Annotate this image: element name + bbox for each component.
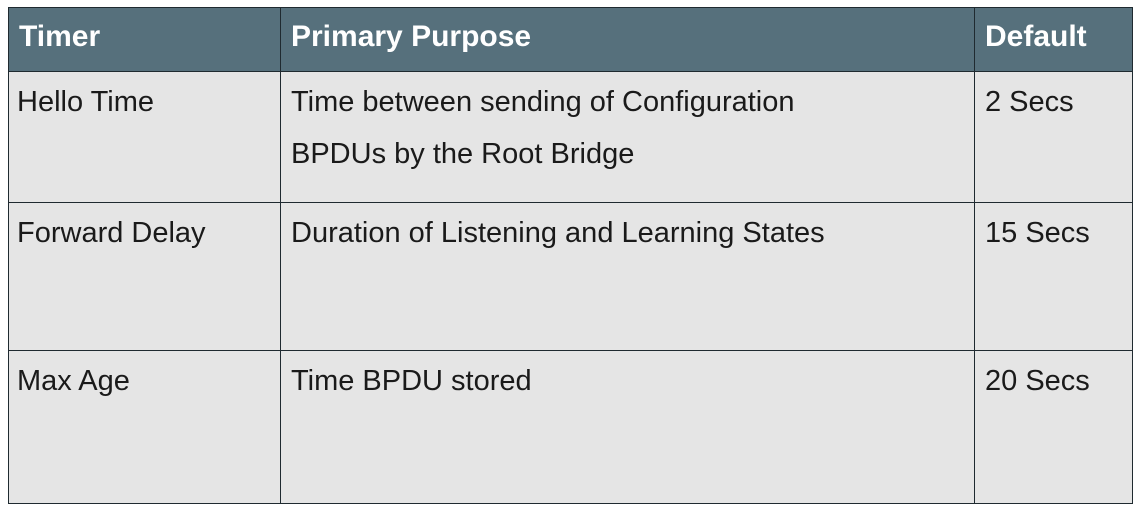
header-default: Default [974,7,1133,72]
header-primary-purpose: Primary Purpose [280,7,975,72]
timer-cell: Hello Time [8,71,281,203]
table-header-row: Timer Primary Purpose Default [8,7,1133,72]
timer-cell: Forward Delay [8,202,281,351]
timer-cell: Max Age [8,350,281,504]
timer-table-container: Timer Primary Purpose Default Hello Time… [8,7,1133,504]
purpose-line: BPDUs by the Root Bridge [291,138,635,170]
purpose-line: Duration of Listening and Learning State… [291,217,825,249]
stp-timers-table: Timer Primary Purpose Default Hello Time… [8,7,1133,504]
default-cell: 2 Secs [974,71,1133,203]
table-row: Forward Delay Duration of Listening and … [8,202,1133,351]
header-timer: Timer [8,7,281,72]
table-row: Max Age Time BPDU stored 20 Secs [8,350,1133,504]
purpose-cell: Time between sending of Configuration BP… [280,71,975,203]
default-cell: 15 Secs [974,202,1133,351]
table-row: Hello Time Time between sending of Confi… [8,71,1133,203]
default-cell: 20 Secs [974,350,1133,504]
purpose-line: Time BPDU stored [291,365,532,397]
purpose-cell: Time BPDU stored [280,350,975,504]
purpose-cell: Duration of Listening and Learning State… [280,202,975,351]
purpose-line: Time between sending of Configuration [291,86,795,118]
